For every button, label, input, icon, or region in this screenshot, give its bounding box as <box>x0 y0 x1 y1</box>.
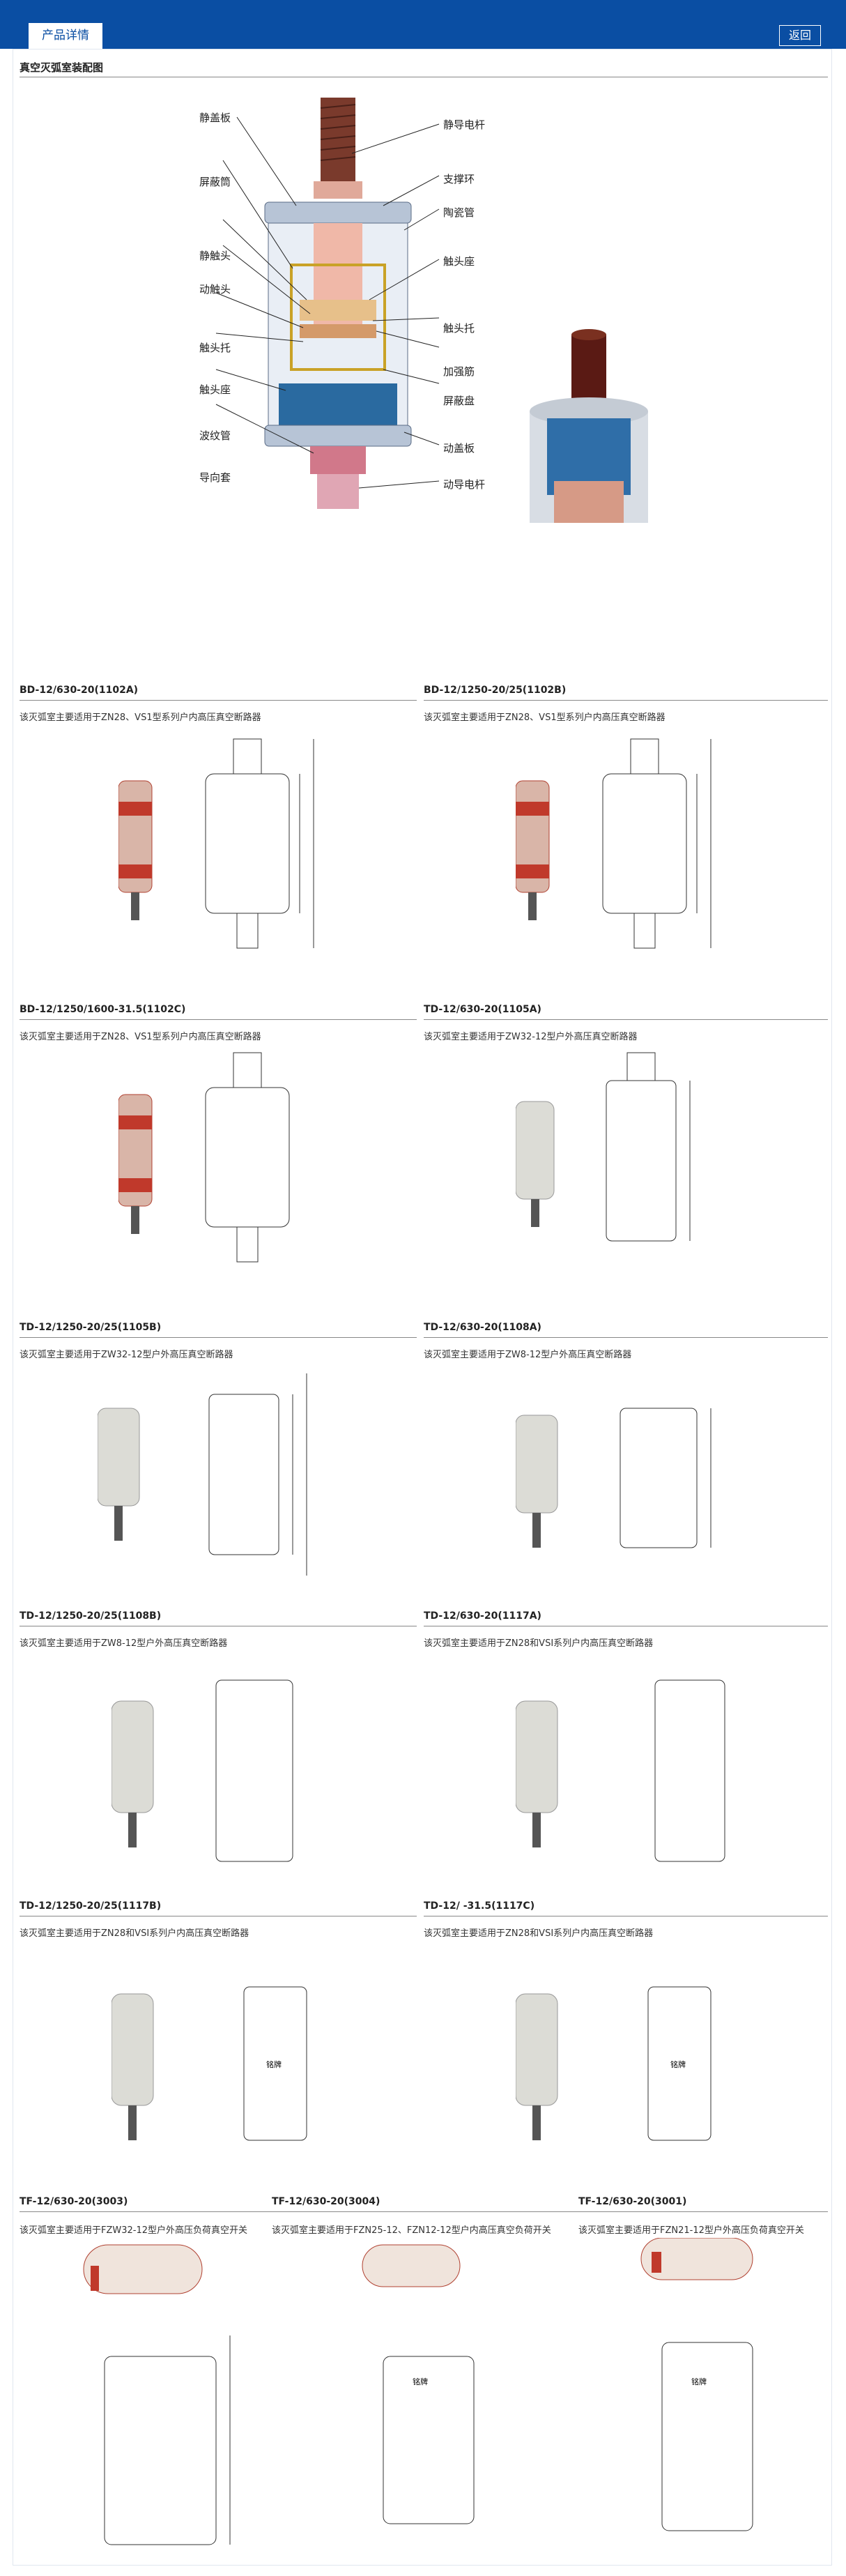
product-drawing: 铭牌 <box>516 1986 712 2141</box>
back-button[interactable]: 返回 <box>779 25 821 46</box>
product-drawing <box>516 1408 712 1548</box>
divider <box>20 1337 417 1338</box>
product-description: 该灭弧室主要适用于ZN28和VSI系列户内高压真空断路器 <box>424 1638 654 1649</box>
product-title: TF-12/630-20(3001) <box>578 2196 687 2207</box>
product-title: TD-12/1250-20/25(1105B) <box>20 1322 162 1333</box>
product-title: TF-12/630-20(3003) <box>20 2196 128 2207</box>
divider <box>424 1337 828 1338</box>
product-title: BD-12/1250/1600-31.5(1102C) <box>20 1004 186 1015</box>
label-bellows: 波纹管 <box>199 429 231 442</box>
label-shield-disc: 屏蔽盘 <box>443 395 475 407</box>
label-moving-conductive-rod: 动导电杆 <box>443 478 486 491</box>
divider <box>424 1019 828 1020</box>
product-description: 该灭弧室主要适用于ZN28、VS1型系列户内高压真空断路器 <box>20 712 261 723</box>
product-drawing: 铭牌 <box>640 2238 753 2531</box>
header-bar: 产品详情 返回 <box>0 0 846 49</box>
product-drawing: 铭牌 <box>362 2244 475 2524</box>
label-reinforcing-rib: 加强筋 <box>443 365 475 378</box>
nameplate-label: 铭牌 <box>413 2377 428 2386</box>
divider <box>424 700 828 701</box>
product-title: BD-12/1250-20/25(1102B) <box>424 685 567 696</box>
product-drawing <box>516 738 712 949</box>
label-moving-cover-plate: 动盖板 <box>443 442 475 455</box>
product-description: 该灭弧室主要适用于ZW32-12型户外高压真空断路器 <box>424 1032 638 1042</box>
product-description: 该灭弧室主要适用于ZN28、VS1型系列户内高压真空断路器 <box>20 1032 261 1042</box>
product-description: 该灭弧室主要适用于ZN28和VSI系列户内高压真空断路器 <box>424 1928 654 1939</box>
divider <box>20 1019 417 1020</box>
product-description: 该灭弧室主要适用于FZW32-12型户外高压负荷真空开关 <box>20 2225 248 2236</box>
product-description: 该灭弧室主要适用于ZN28、VS1型系列户内高压真空断路器 <box>424 712 666 723</box>
label-contact-holder-right: 触头托 <box>443 322 475 335</box>
product-description: 该灭弧室主要适用于ZW8-12型户外高压真空断路器 <box>20 1638 228 1649</box>
label-moving-contact: 动触头 <box>199 283 231 296</box>
content-frame <box>13 49 832 2566</box>
label-ceramic-tube: 陶瓷管 <box>443 206 475 219</box>
product-title: TD-12/1250-20/25(1117B) <box>20 1900 162 1912</box>
tab-product-details[interactable]: 产品详情 <box>28 22 103 49</box>
label-contact-seat-right: 触头座 <box>443 255 475 268</box>
nameplate-label: 铭牌 <box>670 2059 686 2069</box>
product-title: TD-12/1250-20/25(1108B) <box>20 1610 162 1622</box>
product-description: 该灭弧室主要适用于ZN28和VSI系列户内高压真空断路器 <box>20 1928 249 1939</box>
product-title: TD-12/630-20(1117A) <box>424 1610 541 1622</box>
product-description: 该灭弧室主要适用于ZW8-12型户外高压真空断路器 <box>424 1350 632 1360</box>
label-shield-cylinder: 屏蔽筒 <box>199 176 231 188</box>
product-title: TD-12/630-20(1108A) <box>424 1322 541 1333</box>
product-drawing <box>118 1052 290 1263</box>
product-drawing <box>98 1373 307 1576</box>
product-title: TD-12/630-20(1105A) <box>424 1004 541 1015</box>
product-drawing <box>118 738 314 949</box>
assembly-cutaway-diagram <box>215 98 648 523</box>
product-drawing <box>111 1679 293 1862</box>
label-contact-seat-left: 触头座 <box>199 383 231 396</box>
product-drawing <box>516 1052 691 1242</box>
product-title: TD-12/ -31.5(1117C) <box>424 1900 535 1912</box>
label-static-conductive-rod: 静导电杆 <box>443 119 486 131</box>
assembly-title: 真空灭弧室装配图 <box>20 61 104 74</box>
nameplate-label: 铭牌 <box>266 2059 282 2069</box>
product-drawing <box>516 1679 725 1862</box>
nameplate-label: 铭牌 <box>691 2377 707 2386</box>
label-static-contact: 静触头 <box>199 250 231 262</box>
product-title: TF-12/630-20(3004) <box>272 2196 380 2207</box>
product-description: 该灭弧室主要适用于FZN21-12型户外高压负荷真空开关 <box>578 2225 804 2236</box>
product-description: 该灭弧室主要适用于ZW32-12型户外高压真空断路器 <box>20 1350 233 1360</box>
label-support-ring: 支撑环 <box>443 173 475 185</box>
product-drawing <box>83 2244 231 2545</box>
product-title: BD-12/630-20(1102A) <box>20 685 139 696</box>
divider <box>20 2211 828 2212</box>
divider <box>20 700 417 701</box>
product-description: 该灭弧室主要适用于FZN25-12、FZN12-12型户内高压真空负荷开关 <box>272 2225 551 2236</box>
product-drawing: 铭牌 <box>111 1986 307 2141</box>
label-contact-holder-left: 触头托 <box>199 342 231 354</box>
label-static-cover-plate: 静盖板 <box>199 112 231 124</box>
label-guide-sleeve: 导向套 <box>199 471 231 484</box>
